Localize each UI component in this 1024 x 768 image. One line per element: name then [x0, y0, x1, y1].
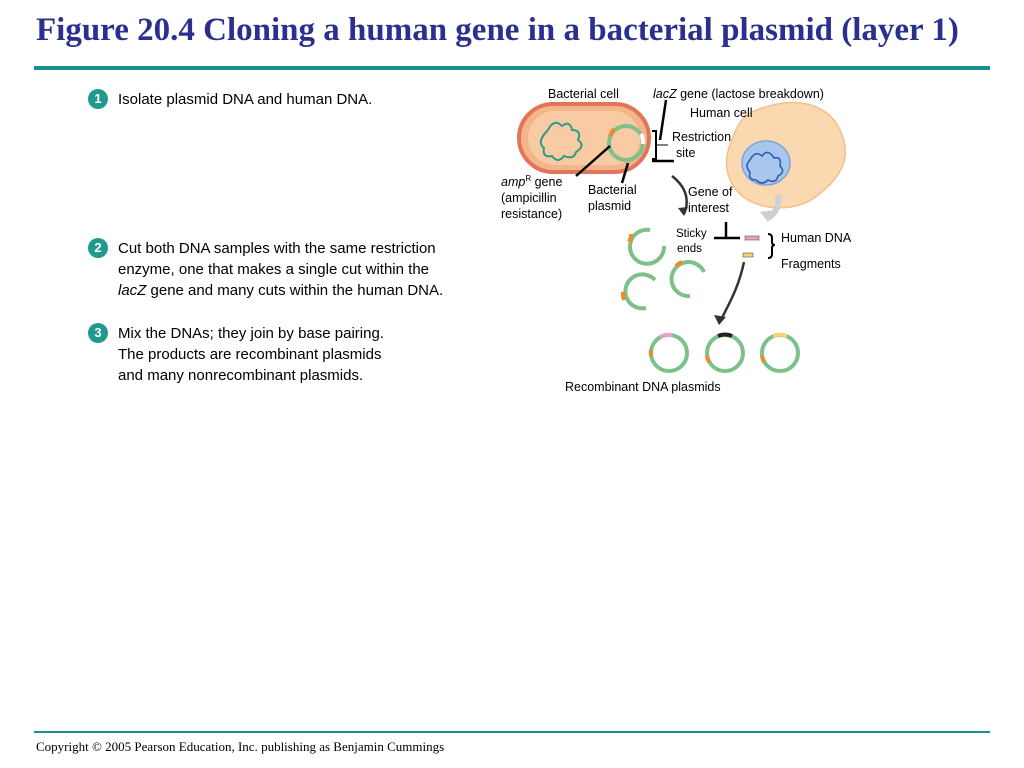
- dna-fragment-yellow: [742, 252, 754, 258]
- step-3-line-2: The products are recombinant plasmids: [118, 346, 382, 363]
- step-1-badge: 1: [88, 89, 108, 109]
- label-recombinant-plasmids: Recombinant DNA plasmids: [565, 380, 721, 394]
- step-2-line-2: enzyme, one that makes a single cut with…: [118, 261, 430, 278]
- bacterial-chromosome: [539, 121, 583, 161]
- page-title: Figure 20.4 Cloning a human gene in a ba…: [36, 12, 959, 48]
- label-lacz-gene: lacZ gene (lactose breakdown): [653, 87, 824, 101]
- step-1-text: Isolate plasmid DNA and human DNA.: [118, 89, 372, 110]
- step-2-text: Cut both DNA samples with the same restr…: [118, 238, 443, 301]
- label-amp-gene: ampR gene (ampicillin resistance): [501, 174, 563, 222]
- recombinant-plasmid-2: [705, 332, 745, 373]
- fragments-brace: [767, 233, 776, 259]
- label-gene-of-interest: Gene of interest: [688, 185, 733, 215]
- lacz-pointer: [658, 99, 668, 141]
- label-fragments: Fragments: [781, 257, 841, 271]
- copyright-notice: Copyright © 2005 Pearson Education, Inc.…: [36, 739, 445, 754]
- human-chromatin: [746, 151, 784, 184]
- step-2-line-3: lacZ gene and many cuts within the human…: [118, 282, 444, 299]
- label-human-cell: Human cell: [690, 106, 753, 120]
- step-1-line-1: Isolate plasmid DNA and human DNA.: [118, 91, 373, 108]
- step-2-badge: 2: [88, 238, 108, 258]
- label-restriction-site: Restriction site: [672, 130, 732, 160]
- title-divider: [34, 66, 990, 70]
- cut-plasmid-2: [669, 260, 706, 299]
- label-bacterial-plasmid: Bacterial plasmid: [588, 183, 637, 213]
- footer-divider: [34, 731, 990, 733]
- step-3-badge: 3: [88, 323, 108, 343]
- step-3-line-3: and many nonrecombinant plasmids.: [118, 367, 364, 384]
- plasmid-pointer: [620, 162, 630, 184]
- amp-pointer: [575, 145, 611, 177]
- dna-fragment-pink: [744, 235, 760, 241]
- step-3-line-1: Mix the DNAs; they join by base pairing.: [118, 325, 384, 342]
- cut-plasmid-3: [620, 272, 657, 311]
- gene-of-interest-marker: [714, 222, 740, 240]
- label-human-dna: Human DNA: [781, 231, 852, 245]
- mix-arrow: [718, 261, 746, 323]
- cut-plasmid-1: [627, 227, 667, 266]
- recombinant-plasmid-3: [760, 332, 800, 373]
- label-sticky-ends: Sticky ends: [676, 228, 707, 255]
- step-2-lacz: lacZ: [118, 282, 147, 299]
- label-bacterial-cell: Bacterial cell: [548, 87, 619, 101]
- human-nucleus: [741, 140, 791, 186]
- recombinant-plasmid-1: [648, 332, 689, 373]
- step-3-text: Mix the DNAs; they join by base pairing.…: [118, 323, 384, 386]
- step-2-line-1: Cut both DNA samples with the same restr…: [118, 240, 436, 257]
